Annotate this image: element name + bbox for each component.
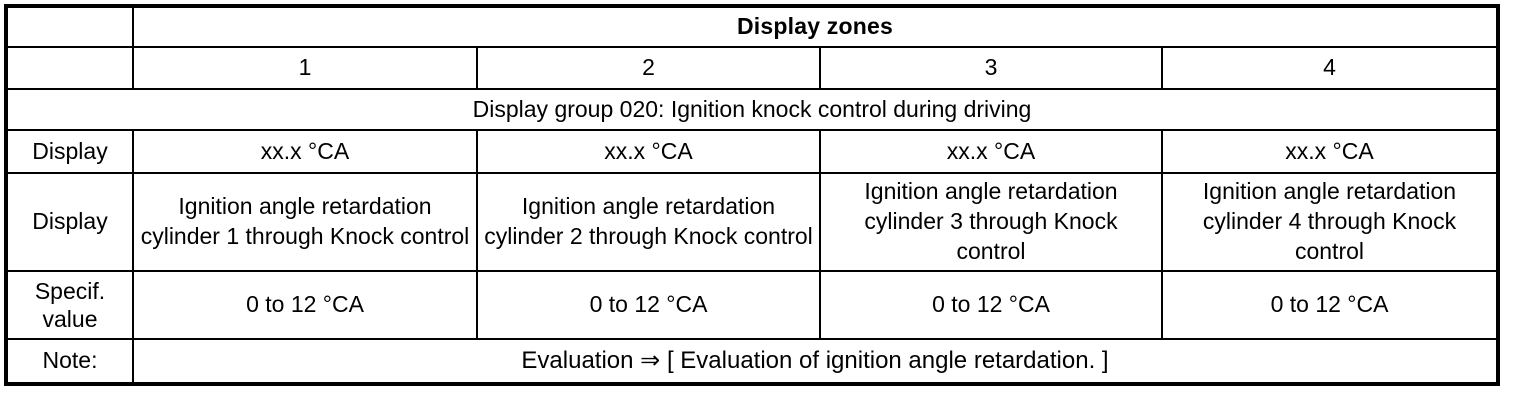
zone-number-1: 1 [132, 46, 478, 90]
table-row-display-group: Display group 020: Ignition knock contro… [5, 88, 1499, 131]
table-row-zone-numbers: 1 2 3 4 [5, 46, 1499, 90]
zone-number-2: 2 [476, 46, 821, 90]
specified-value-zone-2: 0 to 12 °CA [476, 270, 821, 340]
display-description-zone-3-text: Ignition angle retardation cylinder 3 th… [864, 178, 1118, 264]
note-text: Evaluation ⇒ [ Evaluation of ignition an… [132, 338, 1499, 385]
display-zones-title: Display zones [132, 5, 1499, 48]
display-unit-zone-4: xx.x °CA [1161, 129, 1499, 174]
display-unit-zone-3: xx.x °CA [819, 129, 1163, 174]
display-description-zone-2: Ignition angle retardation cylinder 2 th… [476, 172, 821, 272]
display-group-heading: Display group 020: Ignition knock contro… [5, 88, 1499, 131]
specified-value-zone-4: 0 to 12 °CA [1161, 270, 1499, 340]
display-description-zone-3: Ignition angle retardation cylinder 3 th… [819, 172, 1163, 272]
table-row-display-descriptions: Display Ignition angle retardation cylin… [5, 172, 1499, 272]
table-row-zones-header: Display zones [5, 5, 1499, 48]
display-unit-zone-1: xx.x °CA [132, 129, 478, 174]
display-description-zone-2-text: Ignition angle retardation cylinder 2 th… [484, 193, 813, 249]
display-description-zone-1-text: Ignition angle retardation cylinder 1 th… [140, 193, 470, 249]
corner-cell-empty [5, 5, 134, 48]
display-zones-table: Display zones 1 2 3 4 Display group 020:… [4, 4, 1500, 386]
row-label-display-descriptions: Display [5, 172, 134, 272]
table-row-specified-value: Specif. value 0 to 12 °CA 0 to 12 °CA 0 … [5, 270, 1499, 340]
display-description-zone-4: Ignition angle retardation cylinder 4 th… [1161, 172, 1499, 272]
table-row-display-units: Display xx.x °CA xx.x °CA xx.x °CA xx.x … [5, 129, 1499, 174]
display-unit-zone-2: xx.x °CA [476, 129, 821, 174]
specified-value-zone-1: 0 to 12 °CA [132, 270, 478, 340]
row-label-note: Note: [5, 338, 134, 385]
specified-value-zone-3: 0 to 12 °CA [819, 270, 1163, 340]
table-row-note: Note: Evaluation ⇒ [ Evaluation of ignit… [5, 338, 1499, 385]
zone-number-4: 4 [1161, 46, 1499, 90]
display-description-zone-4-text: Ignition angle retardation cylinder 4 th… [1202, 178, 1457, 264]
display-description-zone-1: Ignition angle retardation cylinder 1 th… [132, 172, 478, 272]
row-label-specified-value: Specif. value [5, 270, 134, 340]
zone-number-3: 3 [819, 46, 1163, 90]
row-label-display-units: Display [5, 129, 134, 174]
zone-numbers-label-empty [5, 46, 134, 90]
